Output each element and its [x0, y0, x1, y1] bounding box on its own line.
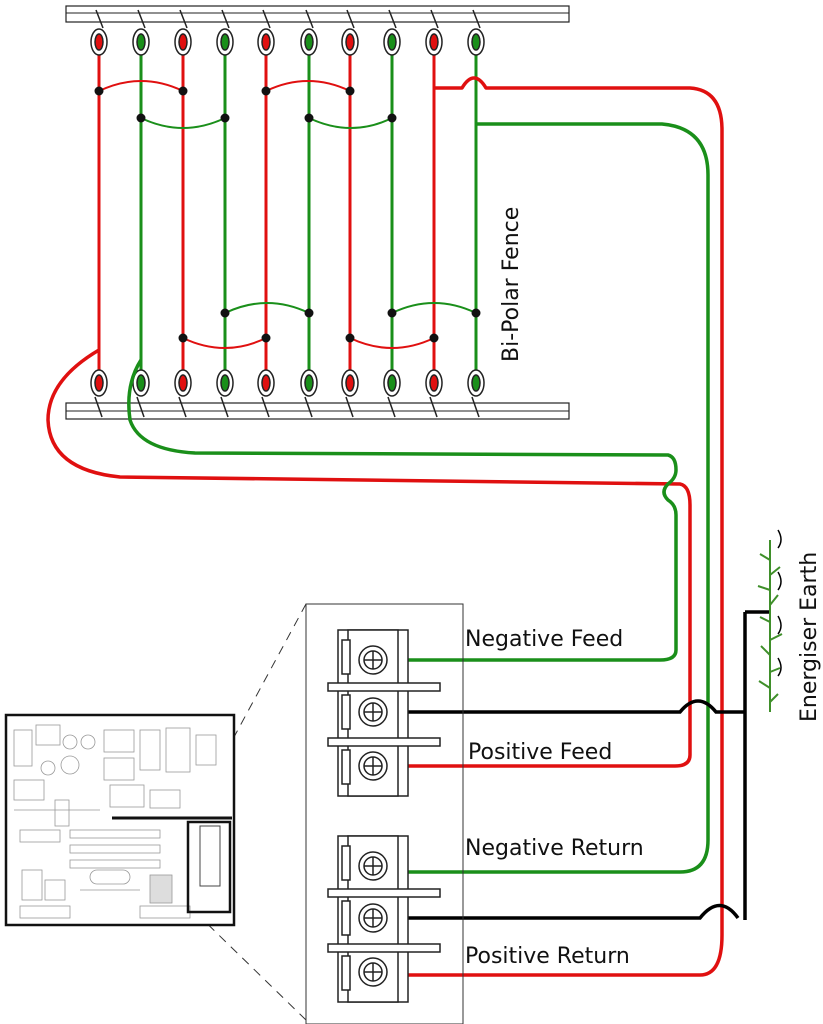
- earth-wiring: [405, 610, 770, 920]
- screw-terminal-icon: [358, 697, 388, 727]
- screw-terminal-icon: [358, 957, 388, 987]
- insulators-bottom: [90, 369, 485, 418]
- positive-return-wire: [405, 76, 724, 977]
- junction-dots: [94, 86, 481, 343]
- zoom-callout: [187, 603, 464, 1024]
- negative-return-wire: [405, 122, 710, 874]
- earth-wire-upper: [405, 699, 745, 714]
- screw-terminal-icon: [358, 751, 388, 781]
- fence-wires: [97, 40, 478, 386]
- negative-return-label: Negative Return: [465, 836, 644, 861]
- terminal-block-feed: [327, 629, 441, 797]
- fence-jumpers: [98, 80, 477, 349]
- fence-wiring: [46, 76, 724, 977]
- fence-bottom-rail: [65, 402, 570, 420]
- positive-feed-wire: [46, 348, 692, 768]
- negative-feed-wire: [127, 359, 678, 662]
- terminal-closeup-frame: [305, 603, 464, 1024]
- earth-wire-lower: [405, 903, 740, 920]
- bipolar-fence-label: Bi-Polar Fence: [499, 207, 524, 362]
- screw-terminal-icon: [358, 645, 388, 675]
- positive-feed-label: Positive Feed: [468, 740, 612, 765]
- earth-grass-icon: [757, 529, 783, 712]
- screw-terminal-icon: [358, 903, 388, 933]
- circuit-board: [4, 713, 236, 927]
- fence-top-rail: [65, 5, 570, 23]
- insulators-top: [90, 9, 485, 56]
- terminal-block-return: [327, 835, 441, 1003]
- energiser-earth-label: Energiser Earth: [797, 552, 822, 722]
- negative-feed-label: Negative Feed: [465, 627, 623, 652]
- screw-terminal-icon: [358, 851, 388, 881]
- positive-return-label: Positive Return: [465, 944, 630, 969]
